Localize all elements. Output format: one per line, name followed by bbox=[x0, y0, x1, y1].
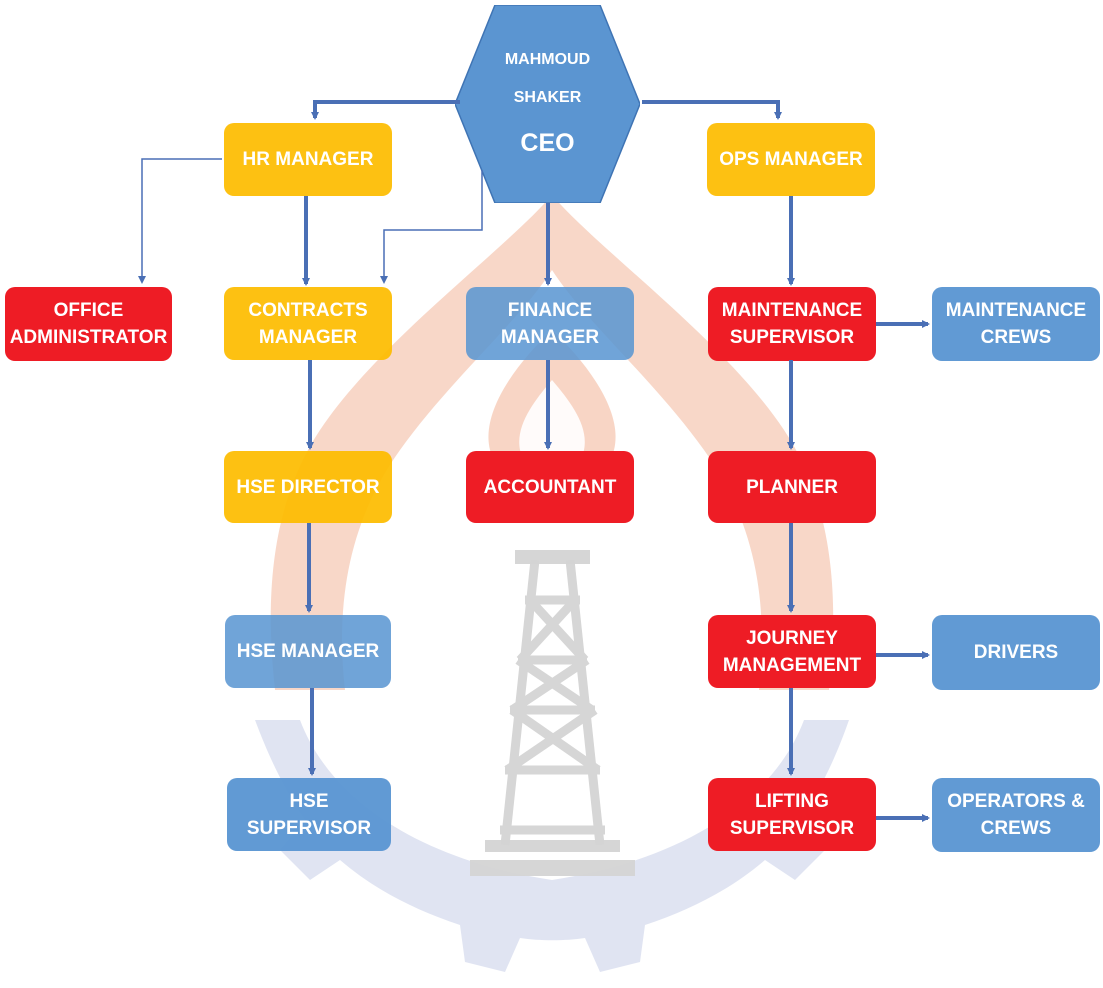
planner-box[interactable]: PLANNER bbox=[708, 451, 876, 523]
hse-supervisor-box[interactable]: HSE SUPERVISOR bbox=[227, 778, 391, 851]
ceo-title: CEO bbox=[520, 129, 575, 157]
maintenance-crews-label: MAINTENANCE CREWS bbox=[945, 300, 1087, 348]
hse-supervisor-label: HSE SUPERVISOR bbox=[246, 790, 372, 839]
drivers-label: DRIVERS bbox=[973, 642, 1059, 663]
operators-crews-label: OPERATORS & CREWS bbox=[947, 791, 1085, 839]
hr-manager-box[interactable]: HR MANAGER bbox=[224, 123, 392, 196]
finance-manager-box[interactable]: FINANCE MANAGER bbox=[466, 287, 634, 360]
drivers-box[interactable]: DRIVERS bbox=[932, 615, 1100, 690]
journey-management-box[interactable]: JOURNEY MANAGEMENT bbox=[708, 615, 876, 688]
hse-director-box[interactable]: HSE DIRECTOR bbox=[224, 451, 392, 523]
lifting-supervisor-box[interactable]: LIFTING SUPERVISOR bbox=[708, 778, 876, 851]
ceo-name-line1: MAHMOUD bbox=[504, 51, 591, 68]
finance-manager-label: FINANCE MANAGER bbox=[500, 299, 600, 348]
ops-manager-box[interactable]: OPS MANAGER bbox=[707, 123, 875, 196]
maintenance-supervisor-label: MAINTENANCE SUPERVISOR bbox=[721, 300, 863, 348]
ceo-hexagon bbox=[455, 5, 640, 203]
maintenance-supervisor-box[interactable]: MAINTENANCE SUPERVISOR bbox=[708, 287, 876, 361]
contracts-manager-label: CONTRACTS MANAGER bbox=[248, 299, 368, 348]
watermark-derrick bbox=[500, 559, 605, 846]
ops-manager-label: OPS MANAGER bbox=[719, 149, 863, 170]
lifting-supervisor-label: LIFTING SUPERVISOR bbox=[729, 790, 855, 839]
accountant-box[interactable]: ACCOUNTANT bbox=[466, 451, 634, 523]
ceo-node[interactable]: MAHMOUD SHAKER CEO bbox=[455, 5, 640, 203]
contracts-manager-box[interactable]: CONTRACTS MANAGER bbox=[224, 287, 392, 360]
accountant-label: ACCOUNTANT bbox=[483, 476, 617, 498]
hr-manager-label: HR MANAGER bbox=[242, 149, 374, 170]
hse-director-label: HSE DIRECTOR bbox=[236, 476, 380, 498]
office-administrator-label: OFFICE ADMINISTRATOR bbox=[9, 300, 168, 348]
journey-management-label: JOURNEY MANAGEMENT bbox=[722, 627, 862, 676]
office-administrator-box[interactable]: OFFICE ADMINISTRATOR bbox=[5, 287, 172, 361]
operators-crews-box[interactable]: OPERATORS & CREWS bbox=[932, 778, 1100, 852]
ceo-name-line2: SHAKER bbox=[513, 89, 582, 106]
maintenance-crews-box[interactable]: MAINTENANCE CREWS bbox=[932, 287, 1100, 361]
planner-label: PLANNER bbox=[746, 476, 838, 498]
hse-manager-box[interactable]: HSE MANAGER bbox=[225, 615, 391, 688]
hse-manager-label: HSE MANAGER bbox=[236, 641, 380, 662]
